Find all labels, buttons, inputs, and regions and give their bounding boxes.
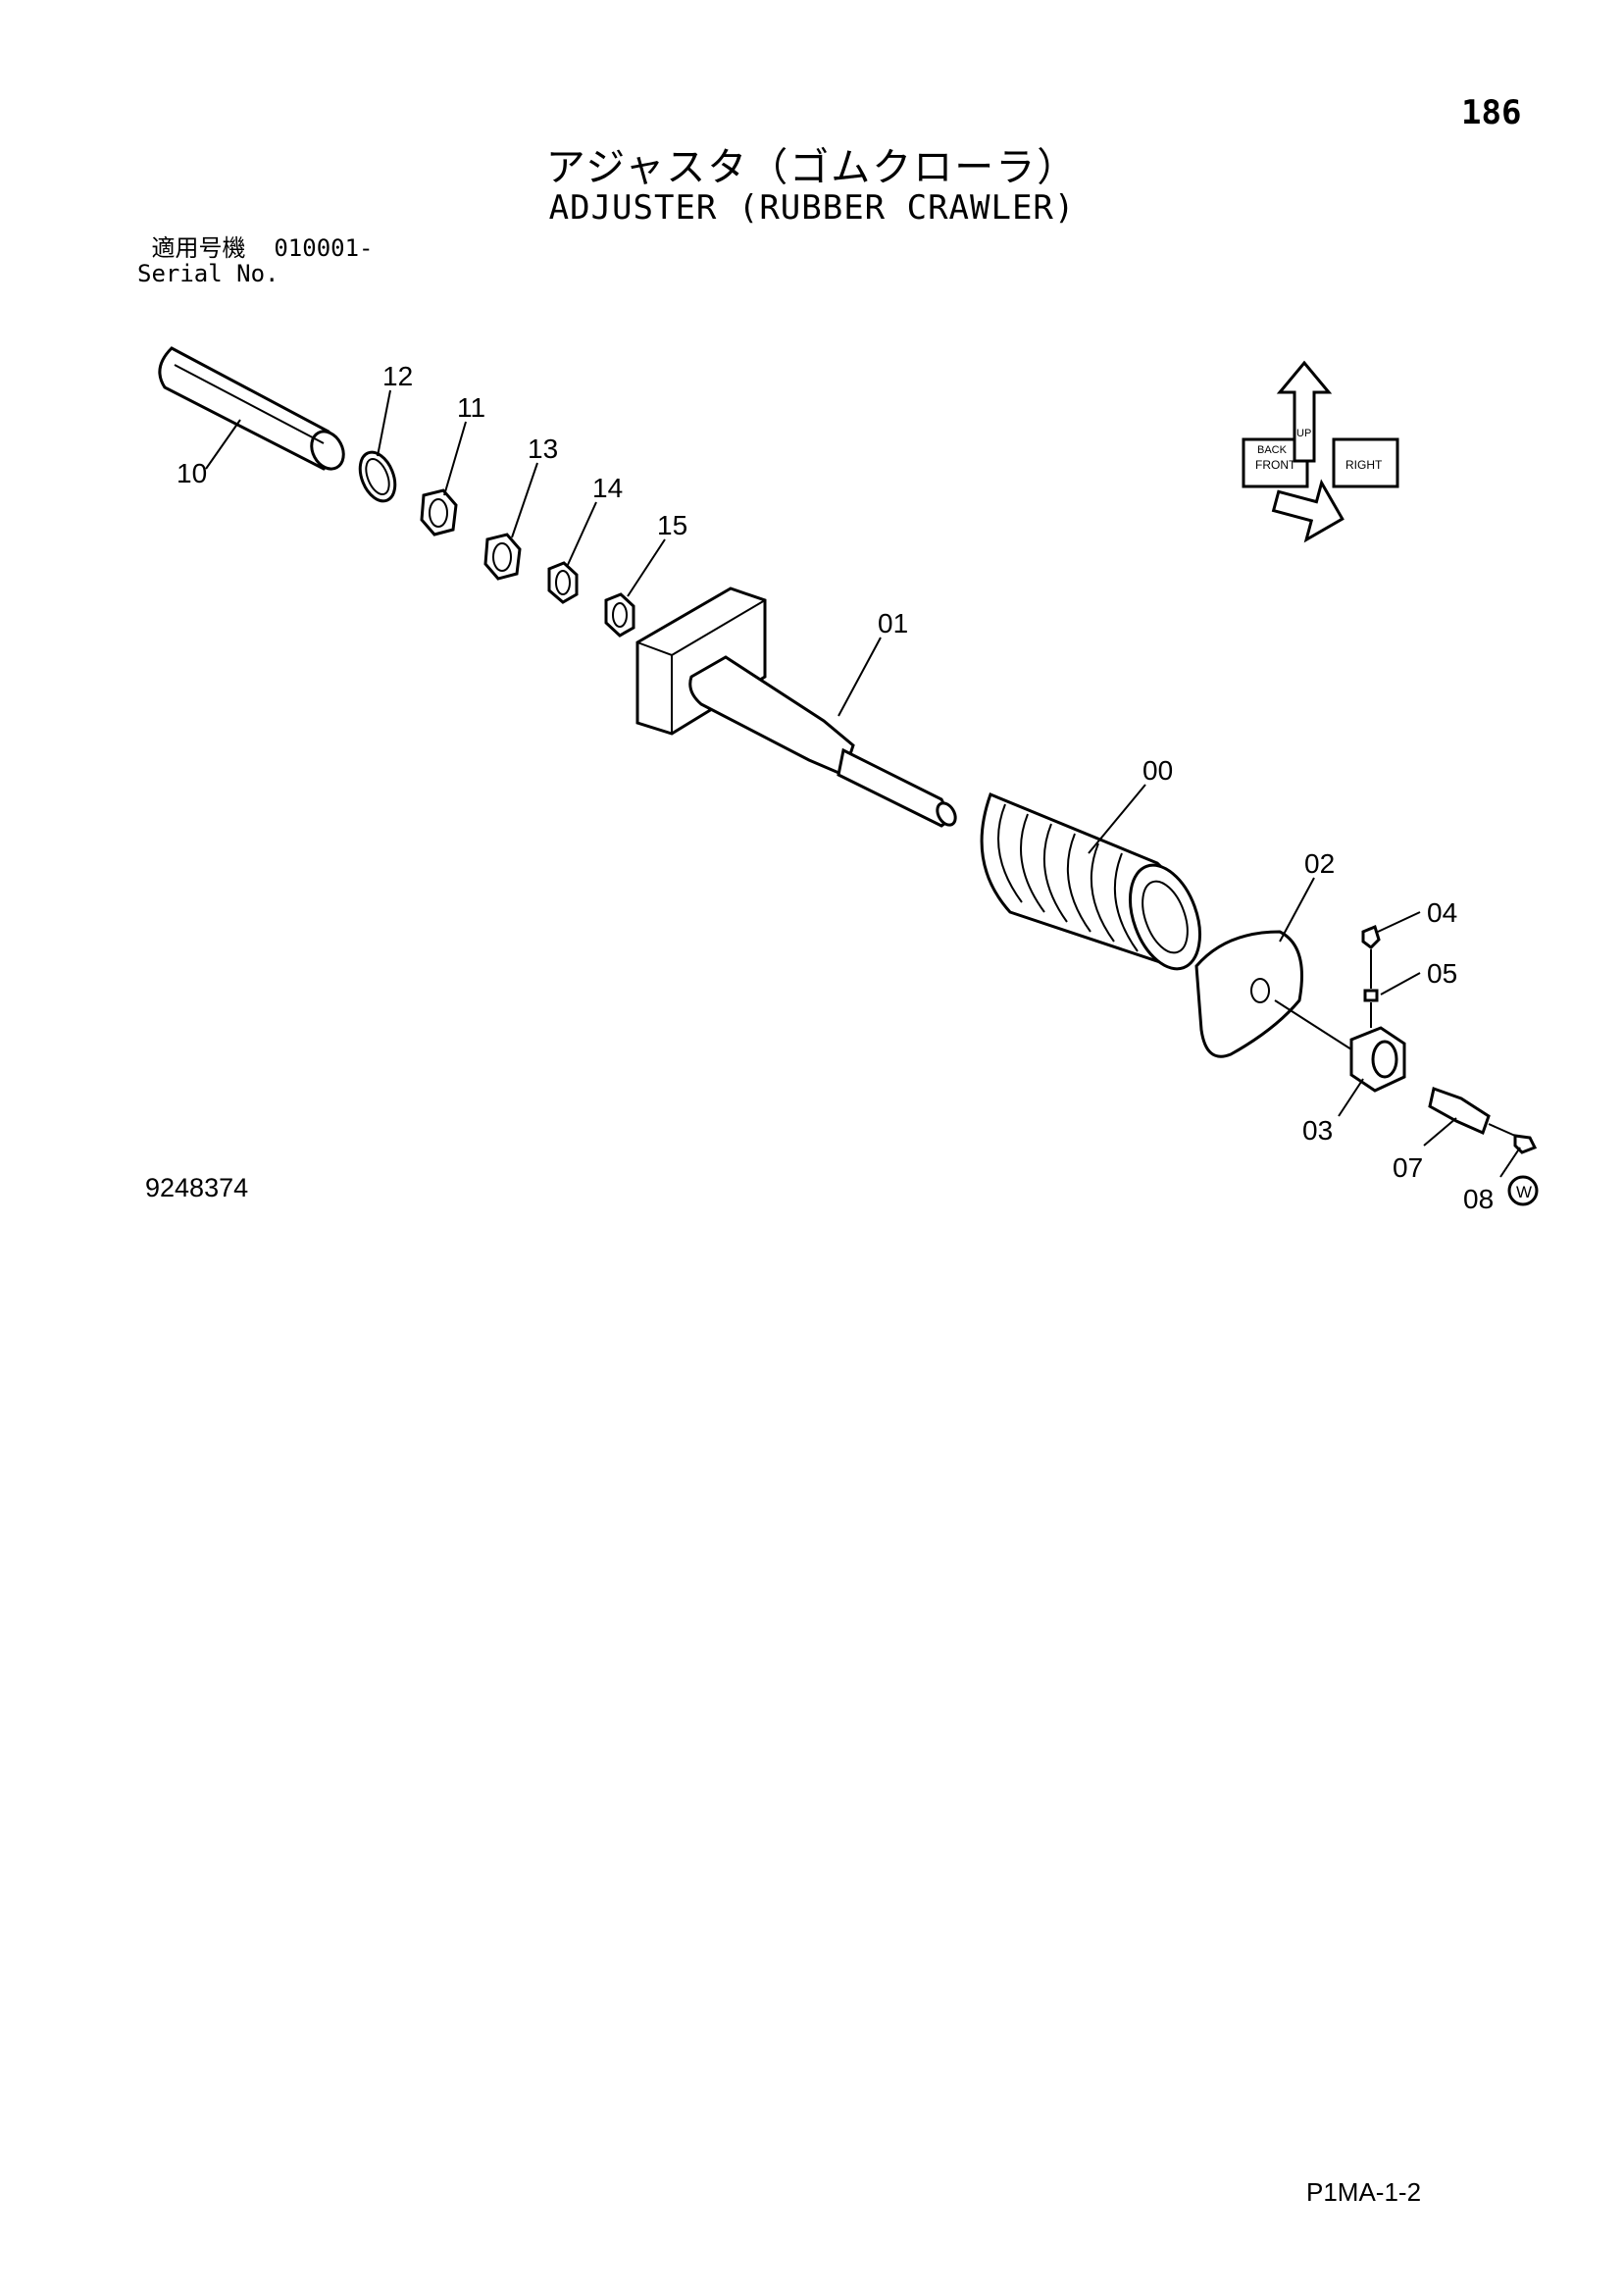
direction-label-front: FRONT	[1255, 458, 1296, 472]
callout-12: 12	[382, 361, 413, 391]
part-15-ring	[604, 592, 635, 638]
part-04-fitting	[1361, 924, 1381, 949]
part-01-rod	[635, 587, 957, 828]
callout-00: 00	[1142, 755, 1173, 786]
part-07-valve	[1428, 1087, 1516, 1137]
page-title-english: ADJUSTER (RUBBER CRAWLER)	[548, 188, 1076, 228]
callout-04: 04	[1427, 897, 1457, 928]
callout-15: 15	[657, 510, 687, 540]
serial-label-en: Serial No.	[137, 260, 279, 287]
drawing-number: 9248374	[145, 1173, 249, 1202]
callout-11: 11	[457, 392, 485, 423]
lubrication-symbol: W	[1507, 1175, 1539, 1206]
callout-02: 02	[1304, 848, 1335, 879]
callout-08: 08	[1463, 1184, 1494, 1214]
part-00-spring	[980, 792, 1201, 971]
serial-row-jp: 適用号機 010001-	[137, 234, 374, 262]
callout-10: 10	[177, 458, 207, 488]
part-05-nut	[1363, 949, 1379, 1028]
serial-label-jp: 適用号機	[151, 234, 246, 262]
part-12-snap-ring	[358, 450, 397, 503]
direction-label-up: UP	[1296, 428, 1311, 439]
leader-lines	[205, 389, 1521, 1178]
part-03-nut	[1274, 999, 1406, 1093]
callout-05: 05	[1427, 958, 1457, 989]
direction-label-back: BACK	[1257, 444, 1288, 456]
serial-value: 010001-	[274, 234, 374, 262]
callout-13: 13	[528, 434, 558, 464]
part-14-ring	[547, 561, 579, 604]
part-02-plate	[1194, 930, 1303, 1058]
callout-03: 03	[1302, 1115, 1333, 1146]
page-code: P1MA-1-2	[1306, 2177, 1422, 2207]
direction-label-right: RIGHT	[1345, 458, 1383, 472]
lubrication-symbol-text: W	[1516, 1183, 1532, 1201]
serial-info: 適用号機 010001- Serial No.	[137, 235, 374, 286]
callout-01: 01	[878, 608, 908, 638]
part-11-nut	[420, 488, 458, 536]
page-title-japanese: アジャスタ（ゴムクローラ）	[545, 145, 1079, 190]
part-13-nut	[483, 533, 522, 581]
callout-07: 07	[1393, 1152, 1423, 1183]
direction-indicator: FRONT RIGHT UP BACK	[1242, 360, 1399, 543]
callout-14: 14	[592, 473, 623, 503]
part-10-pin	[158, 346, 345, 471]
page-number: 186	[1461, 93, 1522, 132]
